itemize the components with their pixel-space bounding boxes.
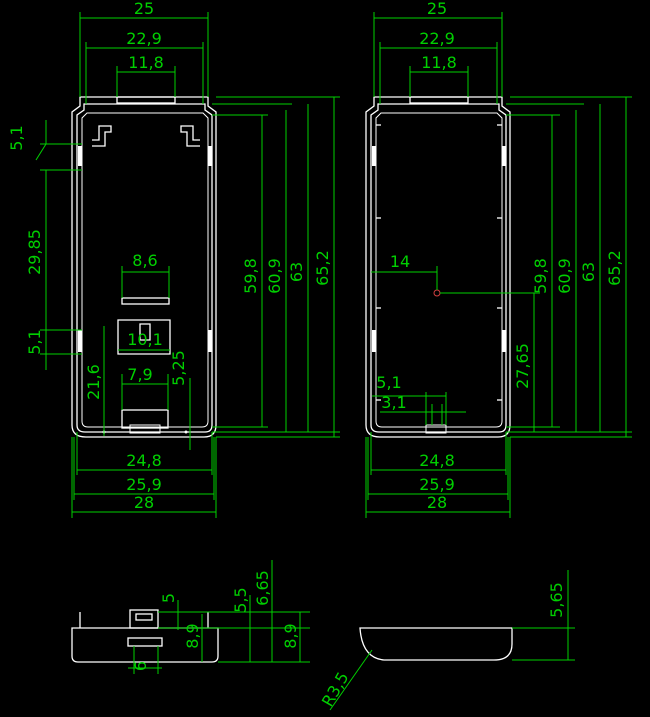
dim-label-8-9-a: 8,9 (183, 623, 202, 648)
right-inner-outline (370, 103, 507, 433)
dim-label-11-8: 11,8 (128, 53, 164, 72)
left-cavity (81, 112, 209, 428)
right-view: 25 22,9 11,8 24,8 25,9 28 59,8 60,9 (365, 0, 632, 518)
left-marker-2 (184, 430, 188, 434)
dim-label-22-9: 22,9 (126, 29, 162, 48)
dim-label-8-6: 8,6 (132, 251, 157, 270)
side-view: 5 5,5 6,65 8,9 8,9 6 (71, 560, 310, 674)
left-bottom-connector-lip (129, 424, 161, 434)
dim-label-24-8: 24,8 (126, 451, 162, 470)
side-connector (129, 609, 159, 629)
dim-label-11-8-r: 11,8 (421, 53, 457, 72)
dim-label-27-65: 27,65 (513, 343, 532, 389)
left-notch-4 (208, 330, 212, 352)
dim-leader (35, 143, 47, 161)
side-slot (127, 637, 163, 647)
right-side-ticks (376, 124, 502, 401)
side-connector-inner (135, 613, 153, 621)
left-hook-left (92, 125, 112, 147)
dim-label-63: 63 (287, 262, 306, 282)
dim-label-65-2-r: 65,2 (605, 250, 624, 286)
dim-label-60-9-r: 60,9 (555, 258, 574, 294)
dim-label-28-r: 28 (427, 493, 447, 512)
dim-label-25-9-r: 25,9 (419, 475, 455, 494)
left-top-tab (116, 96, 176, 104)
dim-label-5-1-r: 5,1 (376, 373, 401, 392)
dim-label-59-8-r: 59,8 (531, 258, 550, 294)
left-slot (121, 297, 170, 305)
dim-leader-r3-5 (329, 649, 373, 711)
right-cavity (375, 112, 503, 428)
dim-label-60-9: 60,9 (265, 258, 284, 294)
dim-label-6: 6 (131, 661, 150, 671)
dim-label-5-1-a: 5,1 (7, 125, 26, 150)
left-notch-3 (78, 330, 82, 352)
end-outline (359, 627, 513, 661)
right-outer-outline (365, 96, 511, 438)
dim-label-28: 28 (134, 493, 154, 512)
dim-label-5: 5 (159, 593, 178, 603)
dim-label-25: 25 (134, 0, 154, 18)
dim-label-5-1-b: 5,1 (25, 329, 44, 354)
right-notch-4 (502, 330, 506, 352)
left-bottom-connector (121, 409, 169, 429)
right-bottom-lip (425, 424, 447, 434)
left-inner-outline (76, 103, 213, 433)
right-top-tab (409, 96, 469, 104)
dim-label-29-85: 29,85 (25, 229, 44, 275)
dim-label-5-65: 5,65 (547, 582, 566, 618)
dim-label-22-9-r: 22,9 (419, 29, 455, 48)
left-hook-right (180, 125, 200, 147)
right-notch-2 (502, 146, 506, 166)
dim-label-63-r: 63 (579, 262, 598, 282)
right-notch-3 (372, 330, 376, 352)
left-clip (117, 319, 171, 355)
left-outer-outline (71, 96, 217, 438)
dim-label-5-5: 5,5 (231, 587, 250, 612)
dim-label-8-9-b: 8,9 (281, 623, 300, 648)
dim-label-24-8-r: 24,8 (419, 451, 455, 470)
left-view: 25 22,9 11,8 24,8 25,9 28 59,8 60,9 (7, 0, 340, 518)
side-outline (71, 627, 219, 663)
dim-label-65-2: 65,2 (313, 250, 332, 286)
dim-label-6-65: 6,65 (253, 570, 272, 606)
left-notch-1 (78, 146, 82, 166)
dim-label-25-r: 25 (427, 0, 447, 18)
dim-label-3-1: 3,1 (381, 393, 406, 412)
dim-label-10-1: 10,1 (127, 330, 163, 349)
dim-label-7-9: 7,9 (127, 365, 152, 384)
dim-label-25-9: 25,9 (126, 475, 162, 494)
right-notch-1 (372, 146, 376, 166)
left-notch-2 (208, 146, 212, 166)
dim-label-59-8: 59,8 (241, 258, 260, 294)
dim-label-21-6: 21,6 (84, 364, 103, 400)
dim-label-5-25: 5,25 (169, 350, 188, 386)
dim-label-14: 14 (390, 252, 410, 271)
